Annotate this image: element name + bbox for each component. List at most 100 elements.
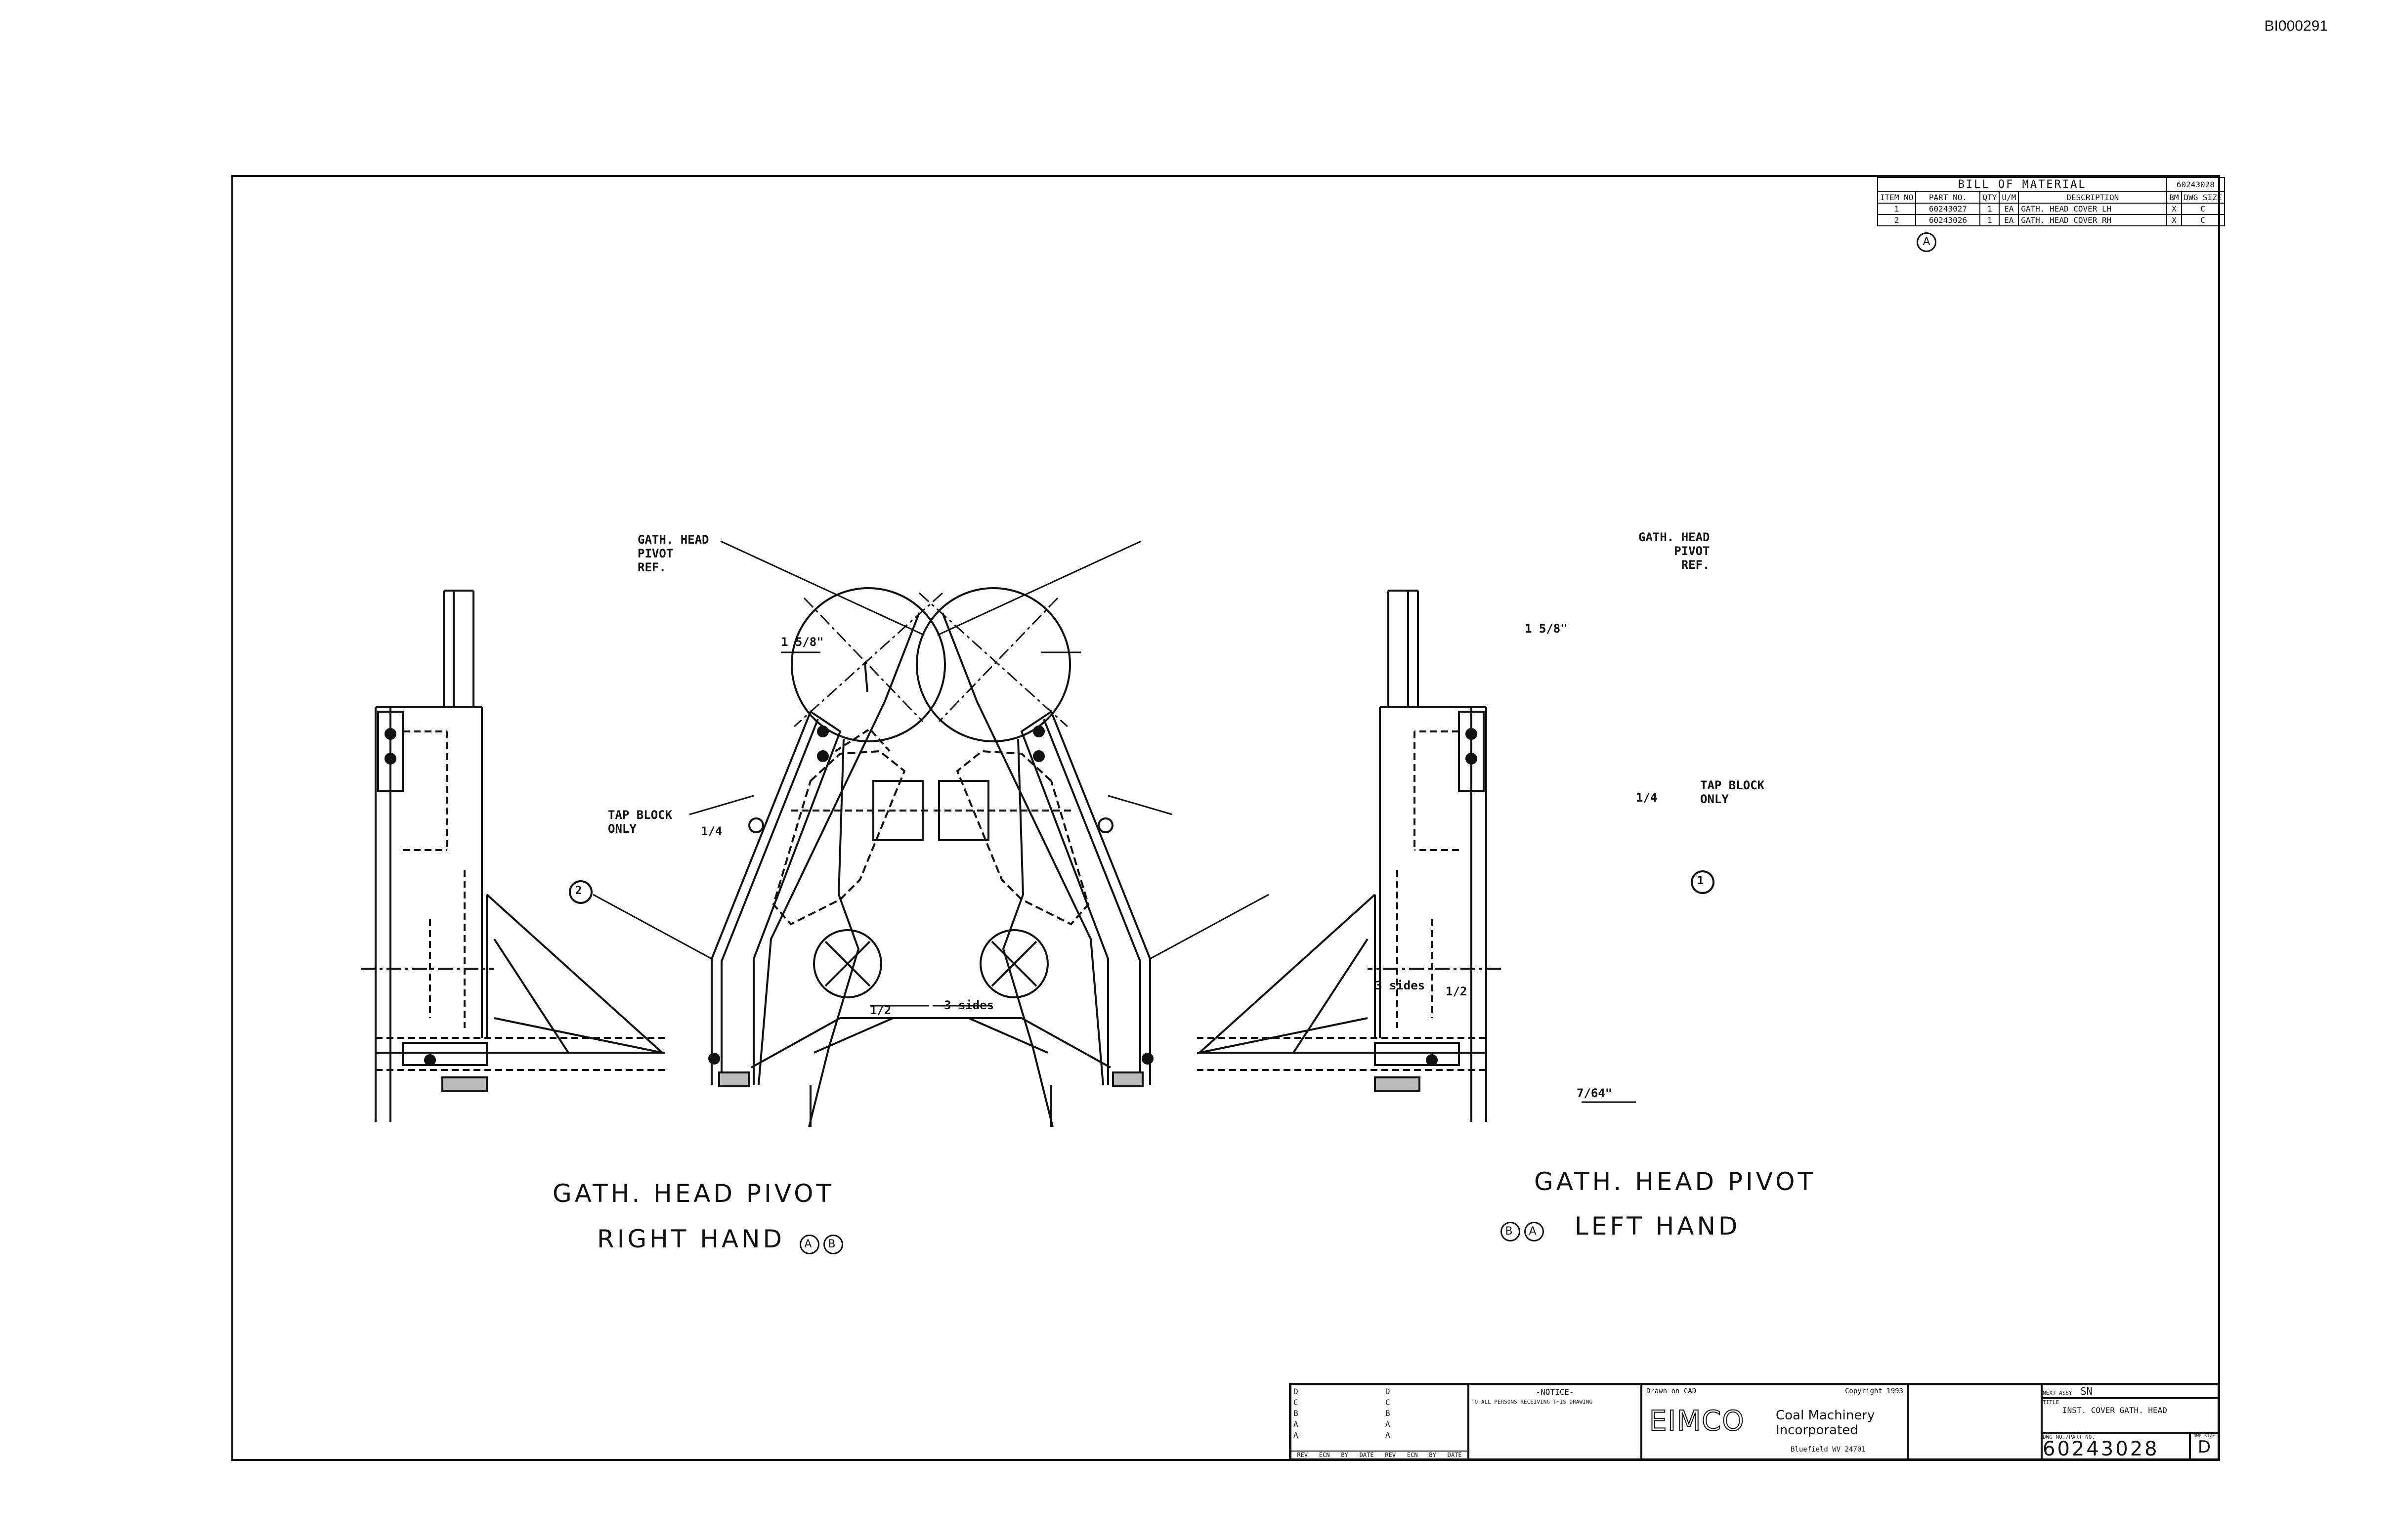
next-assy-value: SN [2080, 1385, 2093, 1397]
dwg-size-value: D [2197, 1437, 2211, 1457]
weld-symbol-label: 1/2 [1446, 984, 1467, 998]
drawn-on-label: Drawn on CAD [1646, 1387, 1697, 1395]
copyright-label: Copyright 1993 [1844, 1387, 1903, 1395]
left-hand-view-linework [791, 540, 1501, 1127]
pivot-ref-label: GATH. HEAD PIVOT REF. [1638, 530, 1710, 572]
company-city: Bluefield WV 24701 [1791, 1446, 1866, 1454]
right-hand-view-title: GATH. HEAD PIVOT [553, 1179, 835, 1208]
bom-header: BM [2166, 191, 2182, 204]
tap-block-label: TAP BLOCK ONLY [608, 808, 673, 836]
bom-header: QTY [1979, 191, 2000, 204]
rev-footer-label: DATE [1447, 1452, 1462, 1458]
rev-footer-label: BY [1341, 1452, 1348, 1458]
notice-title: -NOTICE- [1536, 1387, 1574, 1397]
item-balloon-2: 2 [575, 885, 582, 897]
left-hand-view-title: GATH. HEAD PIVOT [1534, 1167, 1816, 1196]
dwg-size-cell: DWG SIZE D [2190, 1433, 2219, 1459]
dimension-label: 1 5/8" [781, 635, 824, 649]
pivot-ref-label: GATH. HEAD PIVOT REF. [638, 533, 709, 574]
rev-footer-label: ECN [1319, 1452, 1330, 1458]
rev-footer-label: ECN [1407, 1452, 1418, 1458]
weld-symbol-label: 1/4 [701, 824, 723, 838]
bom-header: DESCRIPTION [2018, 191, 2168, 204]
document-id: BI000291 [2264, 18, 2328, 34]
bom-cell: 1 [1979, 214, 2000, 226]
dwg-no-label: DWG NO./PART NO. [2043, 1434, 2095, 1440]
revision-letter: A [1293, 1430, 1298, 1440]
gap-dimension-label: 7/64" [1577, 1086, 1613, 1100]
revision-marker: A [1917, 232, 1936, 252]
bom-cell: 60243026 [1915, 214, 1981, 226]
revision-letter: B [1385, 1409, 1390, 1418]
bom-header: PART NO. [1915, 191, 1981, 204]
drawing-title: INST. COVER GATH. HEAD [2062, 1406, 2167, 1415]
weld-symbol-label: 1/2 [870, 1003, 892, 1017]
dwg-size-label: DWG SIZE [2193, 1434, 2215, 1439]
bom-cell: 1 [1979, 203, 2000, 215]
bom-cell: C [2181, 203, 2225, 215]
bom-header-row: ITEM NO PART NO. QTY U/M DESCRIPTION BM … [1877, 191, 2225, 204]
item-balloon-2-circle [569, 880, 593, 904]
next-assy-label: NEXT ASSY [2043, 1390, 2072, 1396]
dimension-label: 1 5/8" [1525, 622, 1568, 636]
left-hand-label: LEFT HAND [1574, 1212, 1741, 1241]
title-block: D C B A A D C B A A REV ECN BY DATE REV … [1289, 1383, 2220, 1461]
dwg-no-value: 60243028 [2043, 1438, 2159, 1460]
notice-body: TO ALL PERSONS RECEIVING THIS DRAWING [1471, 1399, 1593, 1405]
rev-footer-label: REV [1297, 1452, 1308, 1458]
company-panel: Drawn on CAD Copyright 1993 EIMCO Coal M… [1641, 1384, 1908, 1459]
table-row: 1 60243027 1 EA GATH. HEAD COVER LH X C [1877, 203, 2225, 215]
revision-marker: B [823, 1235, 843, 1254]
revision-letter: C [1385, 1398, 1390, 1407]
bom-cell: X [2166, 203, 2182, 215]
drawing-title-cell: TITLE INST. COVER GATH. HEAD [2042, 1398, 2219, 1433]
bom-cell: X [2166, 214, 2182, 226]
table-row: 2 60243026 1 EA GATH. HEAD COVER RH X C [1877, 214, 2225, 226]
notice-panel: -NOTICE- TO ALL PERSONS RECEIVING THIS D… [1468, 1384, 1641, 1459]
right-hand-label: RIGHT HAND [597, 1225, 785, 1253]
bom-cell: EA [1999, 203, 2019, 215]
item-balloon-1: 1 [1697, 875, 1704, 887]
bom-header: ITEM NO [1877, 191, 1917, 204]
company-logo: EIMCO [1649, 1405, 1745, 1438]
bom-cell: GATH. HEAD COVER RH [2018, 214, 2168, 226]
right-hand-view-linework [361, 540, 1071, 1127]
title-label: TITLE [2043, 1399, 2059, 1406]
revision-letter: D [1293, 1387, 1298, 1396]
revision-letter: B [1293, 1409, 1298, 1418]
bom-cell: EA [1999, 214, 2019, 226]
approval-panel [1908, 1384, 2042, 1459]
revision-letter: A [1385, 1419, 1390, 1429]
revision-letter: A [1385, 1430, 1390, 1440]
revision-marker: B [1500, 1222, 1520, 1241]
next-assy-cell: NEXT ASSY SN [2042, 1384, 2219, 1398]
three-sides-label: 3 sides [944, 998, 994, 1012]
revision-table: D C B A A D C B A A REV ECN BY DATE REV … [1290, 1384, 1468, 1459]
rev-footer-label: DATE [1359, 1452, 1374, 1458]
bom-cell: 1 [1877, 203, 1917, 215]
bom-cell: 60243027 [1915, 203, 1981, 215]
bom-header: DWG SIZE [2181, 191, 2225, 204]
three-sides-label: 3 sides [1375, 979, 1425, 992]
drawing-sheet-border [231, 175, 2220, 1461]
weld-symbol-label: 1/4 [1636, 791, 1658, 805]
rev-footer-label: REV [1385, 1452, 1396, 1458]
revision-marker: A [799, 1235, 819, 1254]
revision-letter: C [1293, 1398, 1298, 1407]
revision-letter: D [1385, 1387, 1390, 1396]
item-balloon-1-circle [1691, 870, 1714, 894]
tap-block-label: TAP BLOCK ONLY [1700, 778, 1765, 806]
rev-footer-label: BY [1429, 1452, 1436, 1458]
bom-cell: 2 [1877, 214, 1917, 226]
bom-drawing-no: 60243028 [2166, 177, 2225, 192]
bom-header: U/M [1999, 191, 2019, 204]
revision-marker: A [1524, 1222, 1544, 1241]
bom-cell: GATH. HEAD COVER LH [2018, 203, 2168, 215]
bom-title: BILL OF MATERIAL [1877, 177, 2168, 192]
dwg-no-cell: DWG NO./PART NO. 60243028 [2042, 1433, 2190, 1459]
revision-letter: A [1293, 1419, 1298, 1429]
bom-cell: C [2181, 214, 2225, 226]
